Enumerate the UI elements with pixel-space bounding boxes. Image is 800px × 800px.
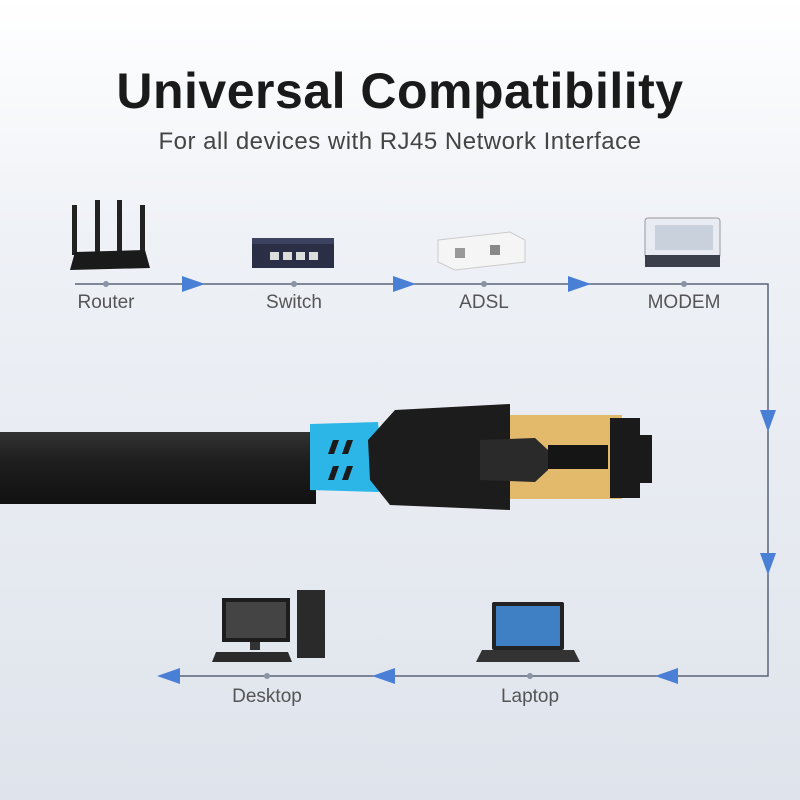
arrow-right-icon: [393, 276, 416, 292]
router-icon: [70, 200, 150, 270]
arrow-left-icon: [157, 668, 180, 684]
device-label-switch: Switch: [266, 292, 322, 313]
device-label-laptop: Laptop: [500, 686, 560, 707]
switch-icon: [252, 238, 334, 268]
device-label-router: Router: [77, 292, 135, 313]
arrow-down-icon: [760, 410, 776, 432]
flow-arrows: [157, 276, 776, 684]
ethernet-cable: [0, 404, 652, 510]
device-label-modem: MODEM: [647, 292, 721, 313]
arrow-right-icon: [568, 276, 591, 292]
page-subtitle: For all devices with RJ45 Network Interf…: [158, 128, 642, 155]
page-title: Universal Compatibility: [116, 63, 684, 119]
device-label-desktop: Desktop: [232, 686, 302, 707]
arrow-left-icon: [655, 668, 678, 684]
laptop-icon: [476, 602, 580, 662]
arrow-down-icon: [760, 553, 776, 575]
modem-icon: [644, 217, 721, 267]
arrow-right-icon: [182, 276, 205, 292]
adsl-icon: [437, 231, 526, 271]
arrow-left-icon: [372, 668, 395, 684]
flow-line: [75, 283, 769, 677]
device-label-adsl: ADSL: [459, 292, 509, 313]
desktop-icon: [212, 590, 325, 662]
